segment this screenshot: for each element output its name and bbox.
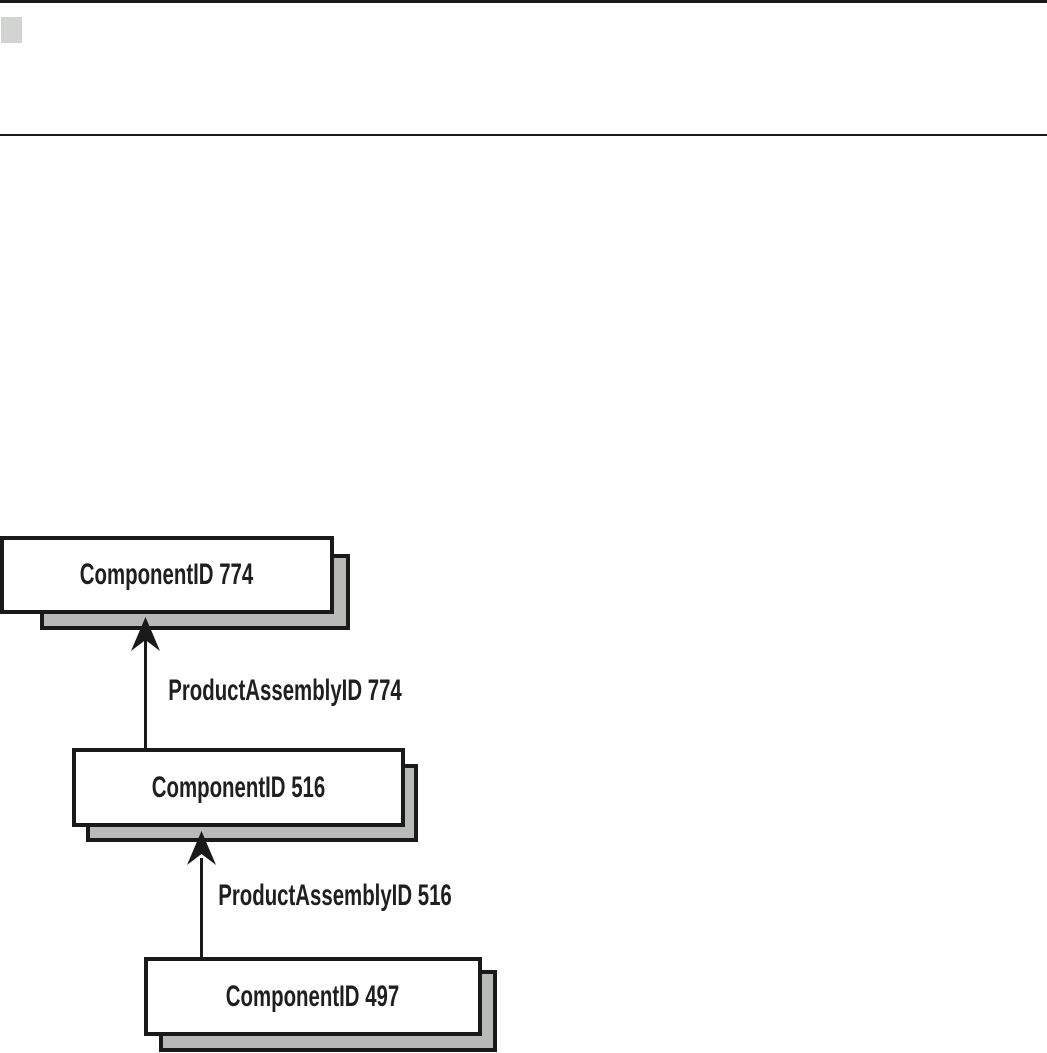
page-top-border: [0, 0, 1047, 3]
arrow-497-to-516: [187, 831, 216, 959]
header-rule: [0, 134, 1047, 136]
node-label: ComponentID 774: [80, 558, 254, 591]
edge-label-productassembly-516: ProductAssemblyID 516: [218, 879, 452, 912]
chapter-marker-square: [1, 17, 22, 43]
node-component-774: ComponentID 774: [0, 536, 334, 614]
node-component-516: ComponentID 516: [72, 748, 405, 827]
arrow-516-to-774: [131, 617, 160, 748]
node-label: ComponentID 516: [151, 770, 326, 804]
node-label: ComponentID 497: [226, 979, 400, 1013]
node-component-497: ComponentID 497: [144, 957, 482, 1036]
edge-label-productassembly-774: ProductAssemblyID 774: [168, 674, 402, 707]
